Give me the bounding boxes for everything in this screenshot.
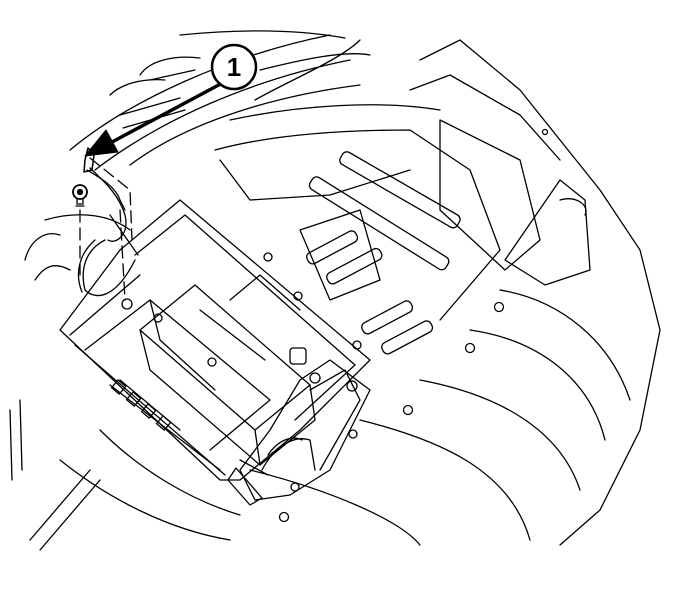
callout-1: 1: [210, 43, 258, 91]
floor-pan: [214, 129, 501, 355]
right-body-and-bumper: [249, 39, 661, 546]
left-lower-panel: [9, 214, 241, 551]
ground-bolt: [72, 184, 88, 207]
upper-body-panels: [69, 30, 441, 171]
callout-leader-arrow: [84, 78, 230, 157]
battery: [139, 274, 316, 466]
callout-circle: [210, 43, 258, 91]
callout-number: 1: [227, 52, 241, 82]
ground-wire: [77, 147, 139, 297]
dashed-alignment-lines: [79, 157, 133, 301]
battery-tray: [59, 199, 371, 481]
hold-down-bracket: [227, 359, 371, 506]
